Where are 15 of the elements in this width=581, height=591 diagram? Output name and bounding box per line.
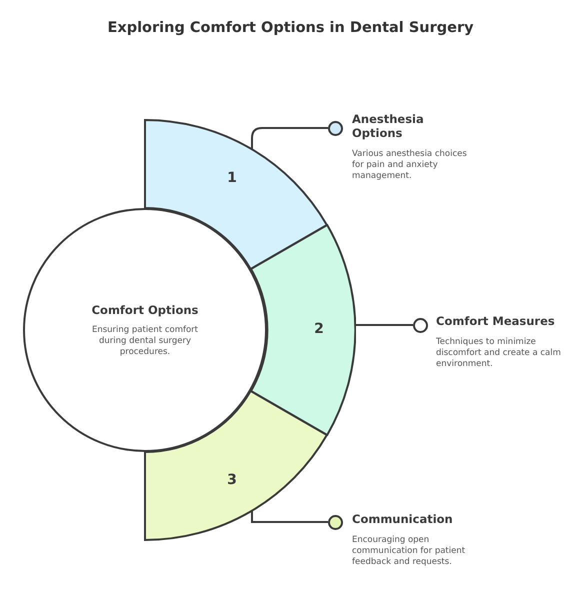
description: Ensuring patient comfort during dental surgery procedures. xyxy=(90,324,200,358)
connector-line xyxy=(251,127,328,149)
heading: Anesthesia Options xyxy=(352,112,425,140)
description: Techniques to minimize discomfort and create a calm environment. xyxy=(436,337,561,370)
heading: Comfort Measures xyxy=(436,314,556,328)
description: Various anesthesia choices for pain and anxiety management. xyxy=(352,149,468,182)
heading: Communication xyxy=(352,512,454,526)
step-number: 1 xyxy=(226,170,238,186)
step-number: 2 xyxy=(313,321,325,337)
step-number: 3 xyxy=(226,472,238,488)
connector-line xyxy=(355,324,413,326)
diagram-title: Exploring Comfort Options in Dental Surgery xyxy=(106,20,475,36)
description: Encouraging open communication for patient feedback and requests. xyxy=(352,535,466,568)
heading: Comfort Options xyxy=(90,302,200,316)
connector-line xyxy=(251,509,328,523)
